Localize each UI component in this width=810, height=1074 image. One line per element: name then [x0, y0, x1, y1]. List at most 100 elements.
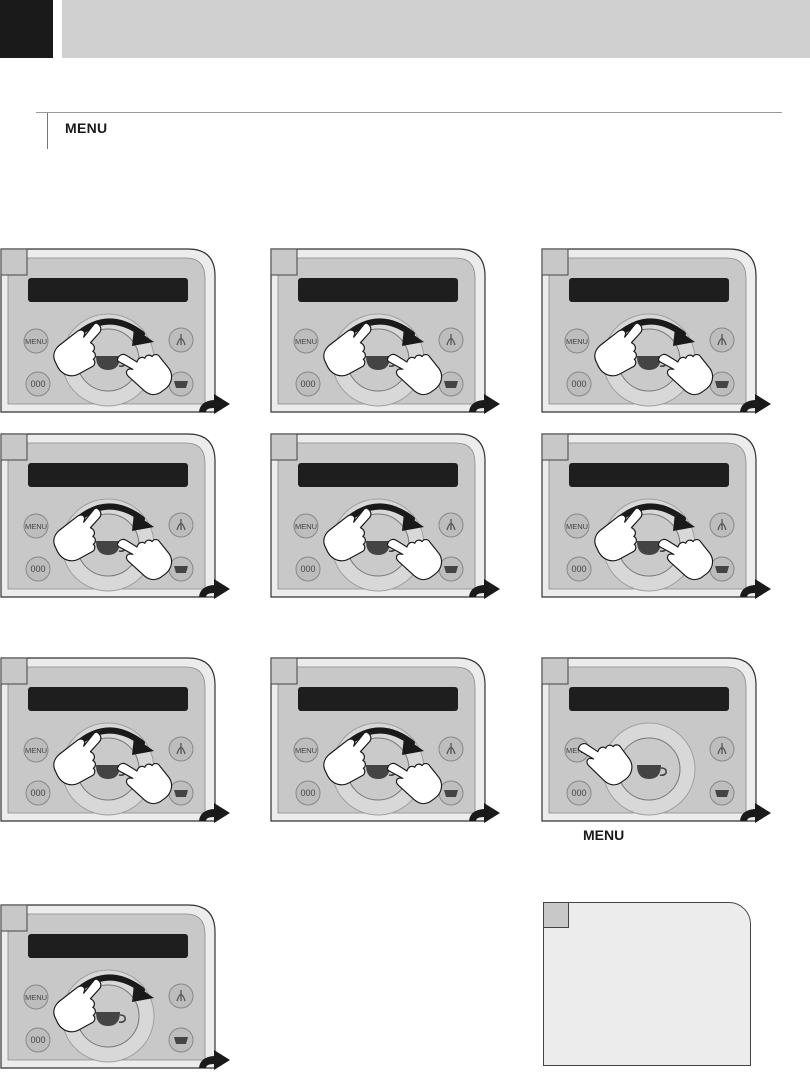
hand-press-icon: [386, 762, 443, 805]
panel-step-2: MENU 000: [270, 246, 510, 418]
rotate-arrow-head: [402, 513, 424, 531]
cup-icon: [366, 356, 390, 370]
panel-step-1: MENU 000: [0, 246, 240, 418]
hand-press-icon: [386, 538, 443, 581]
control-panel-drawing: MENU 000: [270, 657, 500, 823]
menu-button-label: MENU: [295, 522, 317, 531]
panel-step-11-blank: [543, 902, 751, 1066]
cup-icon: [637, 541, 661, 555]
cups-button: [566, 780, 592, 806]
panel-step-6: MENU 000: [541, 431, 781, 603]
display-screen: [569, 463, 729, 487]
steam-icon: [446, 519, 456, 531]
cups-button: [25, 1027, 51, 1053]
menu-button-label: MENU: [25, 746, 47, 755]
section-rule: [36, 112, 782, 113]
steam-icon: [176, 990, 186, 1002]
step-number-box: [270, 433, 298, 461]
cup-icon: [637, 356, 661, 370]
steam-icon: [446, 743, 456, 755]
display-screen: [298, 687, 458, 711]
display-screen: [569, 278, 729, 302]
cups-button-label: 000: [300, 788, 315, 798]
step-number-box: [0, 248, 28, 276]
water-icon: [444, 790, 458, 797]
hand-rotate-icon: [594, 322, 643, 377]
menu-button: [564, 328, 590, 354]
cups-button: [566, 556, 592, 582]
display-screen: [298, 463, 458, 487]
hand-rotate-icon: [323, 731, 372, 786]
hand-rotate-icon: [53, 731, 102, 786]
cups-button-label: 000: [571, 564, 586, 574]
cup-handle: [659, 767, 667, 777]
display-screen: [28, 687, 188, 711]
control-panel-drawing: MENU 000: [541, 433, 771, 599]
menu-button-label: MENU: [25, 337, 47, 346]
steam-icon: [176, 743, 186, 755]
water-icon: [174, 381, 188, 388]
display-screen: [298, 278, 458, 302]
water-icon: [444, 381, 458, 388]
steam-icon: [176, 334, 186, 346]
step-number-box: [543, 902, 569, 928]
next-arrow-icon: [740, 579, 771, 599]
menu-button-label: MENU: [295, 337, 317, 346]
menu-caption: MENU: [583, 827, 625, 843]
rotate-arrow-head: [132, 513, 154, 531]
display-screen: [569, 687, 729, 711]
menu-button: [293, 328, 319, 354]
water-icon: [715, 381, 729, 388]
control-panel-drawing: MENU 000: [0, 904, 230, 1070]
hand-rotate-icon: [323, 507, 372, 562]
cup-icon: [637, 765, 661, 779]
cups-button: [295, 556, 321, 582]
cups-button: [295, 780, 321, 806]
menu-button-label: MENU: [25, 993, 47, 1002]
menu-button: [23, 984, 49, 1010]
step-number-box: [541, 657, 569, 685]
cups-button-label: 000: [30, 379, 45, 389]
next-arrow-icon: [199, 803, 230, 823]
menu-button: [293, 513, 319, 539]
water-icon: [174, 1037, 188, 1044]
hand-press-icon: [657, 353, 714, 396]
hand-rotate-icon: [53, 507, 102, 562]
step-number-box: [0, 433, 28, 461]
section-label: MENU: [65, 120, 108, 136]
hand-rotate-icon: [323, 322, 372, 377]
display-screen: [28, 934, 188, 958]
cup-icon: [366, 541, 390, 555]
display-screen: [28, 278, 188, 302]
cups-button-label: 000: [300, 379, 315, 389]
rotate-arrow-head: [402, 737, 424, 755]
next-arrow-icon: [199, 1050, 230, 1070]
panel-step-8: MENU 000: [270, 655, 510, 827]
cups-button: [25, 780, 51, 806]
menu-button-label: MENU: [295, 746, 317, 755]
step-number-box: [270, 248, 298, 276]
steam-icon: [446, 334, 456, 346]
cups-button-label: 000: [30, 564, 45, 574]
cups-button: [25, 371, 51, 397]
cups-button-label: 000: [30, 1035, 45, 1045]
water-icon: [174, 566, 188, 573]
menu-button-label: MENU: [566, 522, 588, 531]
control-panel-drawing: MENU 000: [0, 248, 230, 414]
panel-step-10: MENU 000: [0, 902, 240, 1074]
rotate-arrow-head: [673, 513, 695, 531]
display-screen: [28, 463, 188, 487]
cups-button-label: 000: [571, 379, 586, 389]
step-number-box: [541, 433, 569, 461]
hand-press-icon: [116, 538, 173, 581]
next-arrow-icon: [199, 579, 230, 599]
cup-icon: [96, 541, 120, 555]
water-icon: [174, 790, 188, 797]
cup-icon: [366, 765, 390, 779]
cups-button-label: 000: [300, 564, 315, 574]
steam-icon: [717, 334, 727, 346]
cups-button: [25, 556, 51, 582]
